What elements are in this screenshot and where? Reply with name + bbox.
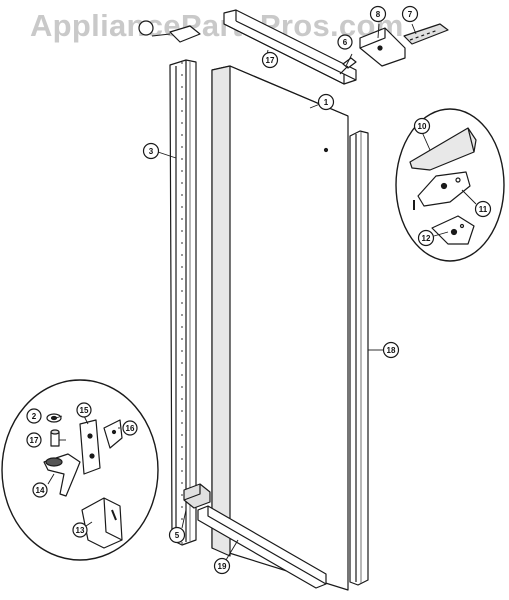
- callout-5: 5: [168, 526, 186, 544]
- top-hinge-assembly[interactable]: [359, 23, 449, 67]
- callout-1: 1: [317, 93, 335, 111]
- washer[interactable]: [46, 413, 62, 423]
- callout-7-label: 7: [408, 10, 413, 19]
- hinge-bracket-small[interactable]: [103, 419, 123, 449]
- callout-13: 13: [72, 522, 88, 538]
- callout-11: 11: [474, 200, 492, 218]
- callout-17-inset: 17: [26, 432, 42, 448]
- top-bracket-small[interactable]: [169, 25, 201, 43]
- hinge-cover[interactable]: [409, 127, 477, 171]
- hinge-plate-lower[interactable]: [431, 215, 475, 245]
- callout-10-label: 10: [418, 122, 427, 131]
- door-panel[interactable]: [211, 65, 349, 591]
- callout-17-top: 17: [261, 51, 279, 69]
- callout-5-label: 5: [175, 531, 180, 540]
- callout-18: 18: [382, 341, 400, 359]
- callout-12-label: 12: [422, 234, 431, 243]
- callout-12: 12: [417, 229, 435, 247]
- callout-17-top-label: 17: [266, 56, 275, 65]
- hinge-pin[interactable]: [50, 429, 60, 447]
- callout-2-label: 2: [32, 412, 37, 421]
- callout-16: 16: [122, 420, 138, 436]
- leader-lines: [47, 23, 477, 561]
- callout-8: 8: [369, 5, 387, 23]
- callout-3: 3: [142, 142, 160, 160]
- callout-17-inset-label: 17: [30, 436, 39, 445]
- bottom-door-trim[interactable]: [197, 505, 327, 589]
- callout-top-small: [138, 20, 154, 36]
- hinge-mount-block[interactable]: [81, 497, 123, 549]
- callout-19: 19: [213, 557, 231, 575]
- callout-15: 15: [76, 402, 92, 418]
- bottom-hinge[interactable]: [183, 483, 211, 509]
- callout-18-label: 18: [387, 346, 396, 355]
- callout-6-label: 6: [343, 38, 348, 47]
- callout-14: 14: [32, 482, 48, 498]
- callout-19-label: 19: [218, 562, 227, 571]
- hinge-plate-upper[interactable]: [413, 171, 471, 210]
- callout-11-label: 11: [479, 205, 488, 214]
- callout-7: 7: [401, 5, 419, 23]
- callout-2: 2: [26, 408, 42, 424]
- callout-15-label: 15: [80, 406, 89, 415]
- hinge-arm[interactable]: [43, 453, 81, 497]
- callout-14-label: 14: [36, 486, 45, 495]
- left-door-trim[interactable]: [169, 59, 197, 546]
- hinge-bracket-plate[interactable]: [79, 419, 101, 475]
- callout-1-label: 1: [324, 98, 329, 107]
- callout-16-label: 16: [126, 424, 135, 433]
- callout-13-label: 13: [76, 526, 85, 535]
- right-door-trim[interactable]: [349, 130, 369, 586]
- callout-6: 6: [337, 34, 353, 50]
- top-door-trim[interactable]: [223, 9, 357, 85]
- callout-3-label: 3: [149, 147, 154, 156]
- callout-10: 10: [413, 117, 431, 135]
- callout-8-label: 8: [376, 10, 381, 19]
